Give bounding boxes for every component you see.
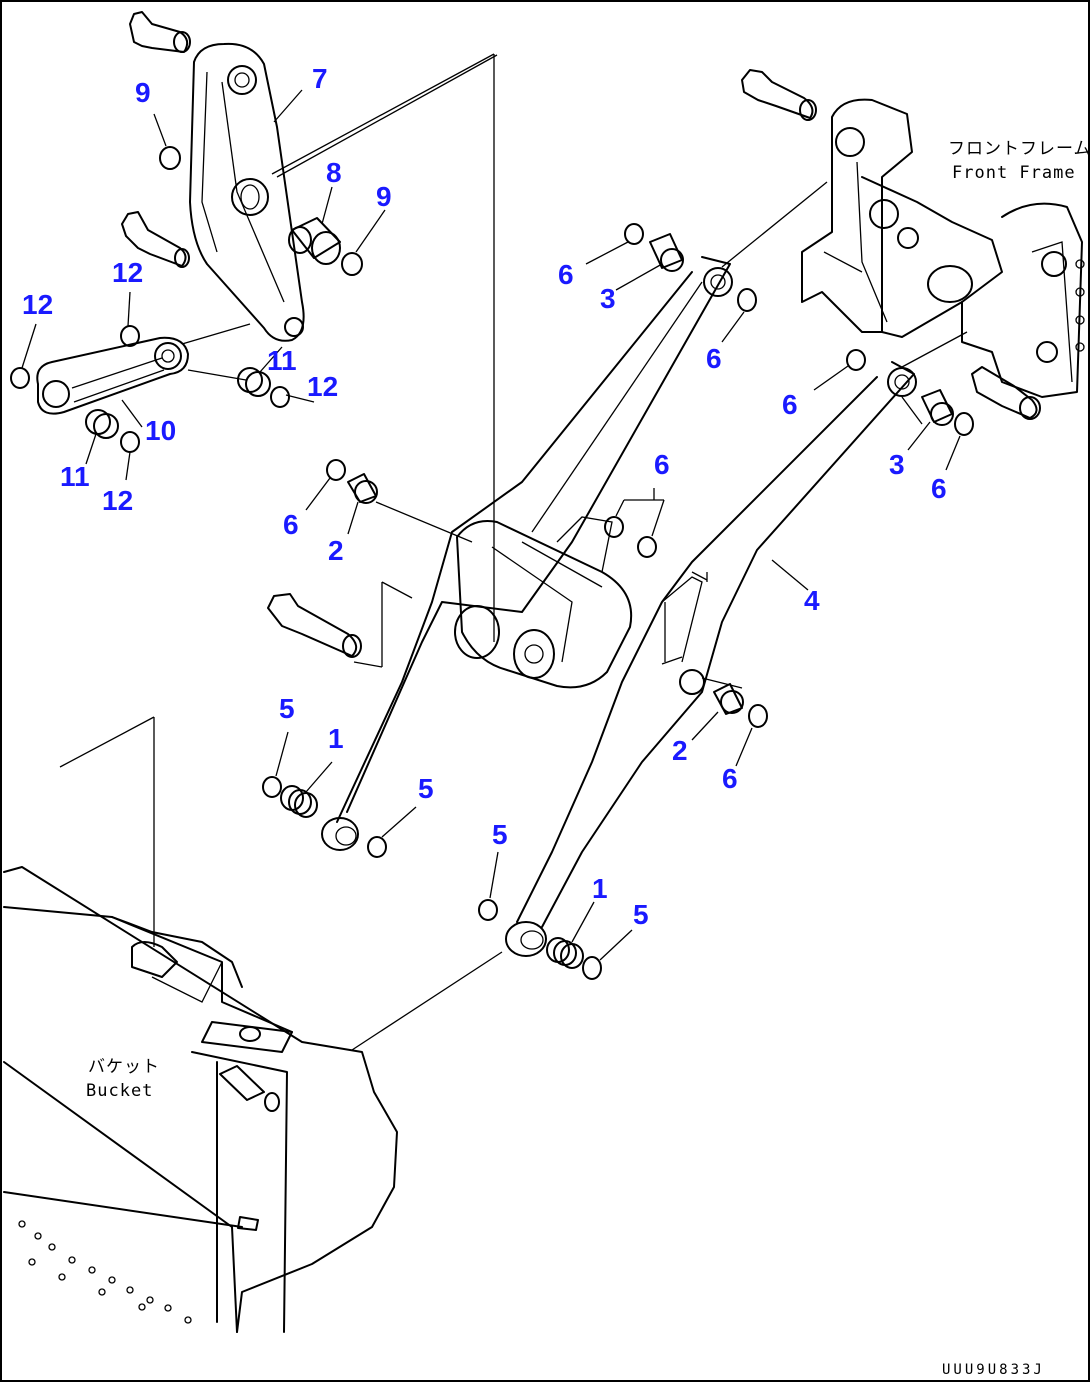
ring-6g: [748, 704, 768, 728]
callout-12: 12: [22, 289, 53, 320]
front-frame-part: [801, 98, 1085, 398]
ring-9a: [159, 146, 181, 170]
ring-12a: [10, 367, 30, 389]
front-frame-label-jp: フロントフレーム: [948, 139, 1090, 159]
frame-pin-top: [741, 69, 817, 121]
ring-5d: [582, 956, 602, 980]
callout-10: 10: [145, 415, 176, 446]
arm-pin-left: [267, 593, 362, 658]
frame-pin-right: [971, 366, 1041, 420]
top-pin-part: [129, 11, 191, 53]
callout-11: 11: [267, 345, 297, 376]
leaders-right: [275, 181, 968, 1051]
callout-4: 4: [804, 585, 820, 616]
link-part-10: [36, 336, 189, 415]
callout-3: 3: [889, 449, 905, 480]
callout-12: 12: [112, 257, 143, 288]
callout-8: 8: [326, 157, 342, 188]
callout-2: 2: [328, 535, 344, 566]
bucket-label-en: Bucket: [86, 1081, 153, 1101]
callout-9: 9: [135, 77, 151, 108]
ring-6c: [846, 349, 866, 371]
bushing-11a: [237, 367, 271, 397]
callout-6: 6: [283, 509, 299, 540]
front-frame-label-en: Front Frame: [952, 163, 1076, 183]
callout-6: 6: [782, 389, 798, 420]
callout-5: 5: [418, 773, 434, 804]
ring-12b: [120, 325, 140, 347]
callout-11: 11: [60, 461, 90, 492]
ring-9b: [341, 252, 363, 276]
bushing-1a: [280, 785, 318, 818]
callout-5: 5: [492, 819, 508, 850]
callout-6: 6: [654, 449, 670, 480]
ring-6d: [954, 412, 974, 436]
ring-6a: [624, 223, 644, 245]
callout-6: 6: [558, 259, 574, 290]
callout-2: 2: [672, 735, 688, 766]
bucket-part: [3, 866, 398, 1333]
bushing-2b: [713, 683, 744, 715]
callout-1: 1: [592, 873, 608, 904]
bushing-2a: [347, 473, 378, 504]
cross-tube: [454, 516, 633, 689]
callout-12: 12: [307, 371, 338, 402]
bushing-11b: [85, 409, 119, 439]
leaders-left: [21, 54, 498, 481]
ring-12c: [270, 386, 290, 408]
bushing-3a: [649, 233, 684, 272]
callout-3: 3: [600, 283, 616, 314]
ring-6f-1: [604, 516, 624, 538]
pin-part-12: [121, 211, 190, 268]
callout-5: 5: [279, 693, 295, 724]
bushing-3b: [921, 389, 954, 426]
bucket-label-jp: バケット: [88, 1057, 160, 1077]
lift-arm-upper: [321, 256, 733, 851]
callout-6: 6: [706, 343, 722, 374]
callout-9: 9: [376, 181, 392, 212]
drawing-code: UUU9U833J: [942, 1362, 1045, 1378]
ring-5a: [262, 776, 282, 798]
callout-6: 6: [931, 473, 947, 504]
callout-1: 1: [328, 723, 344, 754]
callout-7: 7: [312, 63, 328, 94]
ring-6e: [326, 459, 346, 481]
ring-6f-2: [637, 536, 657, 558]
ring-5b: [367, 836, 387, 858]
bushing-1b: [546, 937, 584, 969]
callout-6: 6: [722, 763, 738, 794]
ring-5c: [478, 899, 498, 921]
bellcrank-part: [189, 42, 305, 342]
ring-6b: [737, 288, 757, 312]
ring-12d: [120, 431, 140, 453]
callout-12: 12: [102, 485, 133, 516]
lift-arm-lower: [505, 361, 917, 957]
axis-lines: [59, 53, 495, 947]
callout-5: 5: [633, 899, 649, 930]
bushing-part-8: [288, 217, 341, 265]
